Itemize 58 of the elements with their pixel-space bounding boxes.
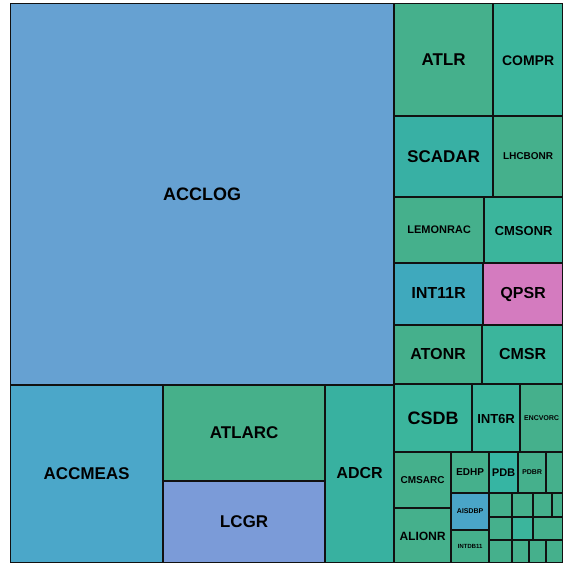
tile-label: ATLR <box>421 50 466 70</box>
treemap-tile <box>489 517 512 540</box>
treemap-tile <box>512 493 533 517</box>
treemap-tile <box>518 452 546 493</box>
tile-label: ALIONR <box>400 528 446 542</box>
treemap-tile <box>394 384 472 452</box>
tile-label: CMSONR <box>494 222 552 238</box>
treemap-tile <box>489 452 518 493</box>
tile-label: INT6R <box>477 410 515 426</box>
tile-label: LHCBONR <box>503 151 553 162</box>
treemap-tile <box>394 452 451 508</box>
treemap-tile <box>10 385 163 563</box>
treemap-tile <box>512 517 533 540</box>
treemap-tile <box>394 116 493 197</box>
treemap-tile <box>451 452 489 493</box>
treemap-tile <box>546 452 563 493</box>
treemap-tile <box>472 384 520 452</box>
treemap-tile <box>163 385 325 481</box>
treemap-tile <box>533 517 563 540</box>
tile-label: ADCR <box>336 465 383 483</box>
treemap-tile <box>484 197 563 263</box>
treemap-tile <box>394 3 493 116</box>
tile-label: LCGR <box>220 512 268 532</box>
treemap-tile <box>394 325 482 384</box>
treemap-tile <box>325 385 394 563</box>
treemap-tile <box>493 3 563 116</box>
tile-label: COMPR <box>502 52 554 68</box>
tile-label: ATONR <box>410 346 466 364</box>
treemap-tile <box>512 540 529 563</box>
treemap-tile <box>163 481 325 563</box>
tile-label: LEMONRAC <box>407 224 471 236</box>
treemap-tile <box>394 508 451 563</box>
treemap-tile <box>493 116 563 197</box>
tile-label: ATLARC <box>210 423 278 443</box>
treemap-tile <box>451 493 489 530</box>
tile-label: ACCMEAS <box>44 464 130 484</box>
treemap-tile <box>483 263 563 325</box>
treemap-tile <box>451 530 489 563</box>
tile-label: CSDB <box>407 408 458 428</box>
tile-label: CMSARC <box>400 474 444 486</box>
treemap-tile <box>489 493 512 517</box>
tile-label: ACCLOG <box>163 184 241 204</box>
tile-label: QPSR <box>500 285 546 303</box>
tile-label: INT11R <box>411 285 466 303</box>
treemap-tile <box>10 3 394 385</box>
tile-label: PDB <box>492 466 516 478</box>
treemap-tile <box>394 263 483 325</box>
treemap-tile <box>546 540 563 563</box>
treemap-tile <box>482 325 563 384</box>
treemap-tile <box>529 540 546 563</box>
treemap-tile <box>533 493 552 517</box>
tile-label: SCADAR <box>407 146 480 166</box>
tile-label: EDHP <box>456 467 484 478</box>
treemap-tile <box>520 384 563 452</box>
treemap-tile <box>489 540 512 563</box>
treemap-tile <box>552 493 563 517</box>
treemap-tile <box>394 197 484 263</box>
tile-label: CMSR <box>498 346 546 364</box>
